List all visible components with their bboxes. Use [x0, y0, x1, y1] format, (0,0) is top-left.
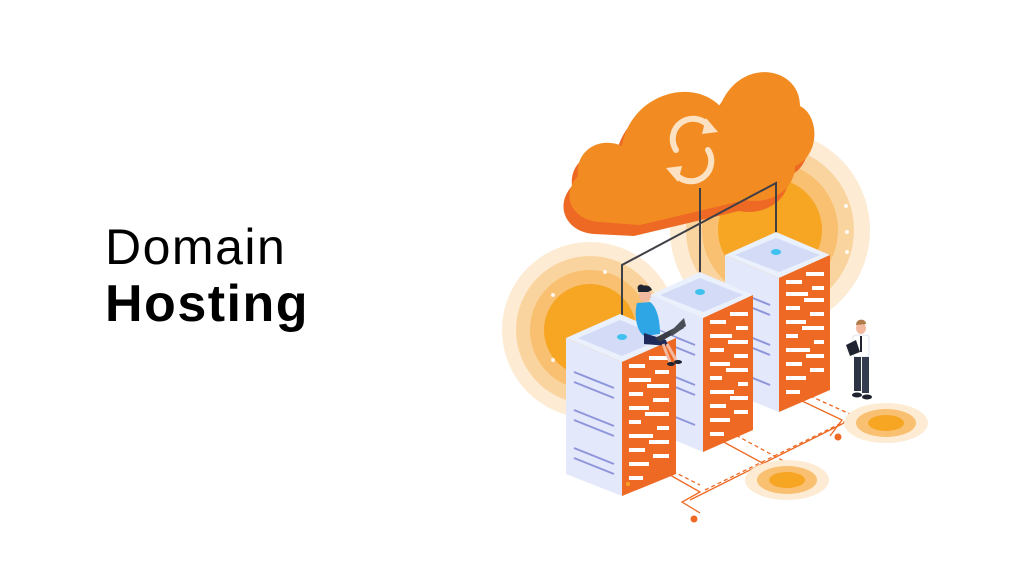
person-with-laptop: [635, 284, 686, 366]
floor-pad-right: [844, 403, 928, 443]
server-rack-left: [566, 314, 676, 496]
headline: Domain Hosting: [105, 222, 309, 330]
headline-line-hosting: Hosting: [105, 275, 310, 333]
sparkles: [551, 204, 849, 362]
circuit-nodes: [690, 433, 842, 523]
headline-line-domain: Domain: [105, 219, 287, 275]
floor-pad-center: [745, 460, 829, 500]
person-with-clipboard: [846, 319, 872, 400]
